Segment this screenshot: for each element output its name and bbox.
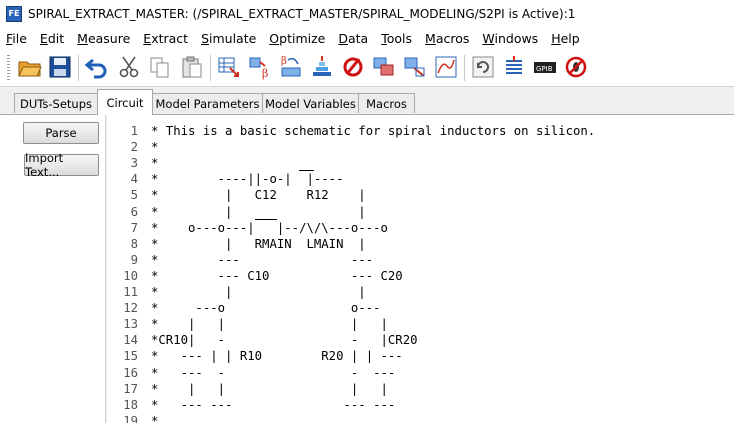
line-number: 13 — [123, 317, 138, 332]
svg-text:β: β — [262, 67, 268, 80]
save-icon[interactable] — [46, 53, 74, 81]
code-text: *CR10| - - |CR20 — [151, 333, 418, 348]
line-number: 9 — [130, 252, 138, 267]
paste-icon[interactable] — [178, 53, 206, 81]
list-icon[interactable] — [500, 53, 528, 81]
gpib-icon[interactable]: GPIB — [531, 53, 559, 81]
line-number: 17 — [123, 381, 138, 396]
schematic-overline — [254, 218, 277, 220]
beta-transfer-icon[interactable]: β — [277, 53, 305, 81]
menu-simulate[interactable]: Simulate — [201, 30, 257, 46]
line-number: 4 — [130, 172, 138, 187]
menu-data[interactable]: Data — [338, 30, 369, 46]
copy-icon[interactable] — [146, 53, 174, 81]
app-icon: FE — [6, 5, 22, 22]
line-number: 15 — [123, 349, 138, 364]
line-number: 1 — [130, 124, 138, 138]
tab-duts-setups[interactable]: DUTs-Setups — [14, 93, 98, 113]
code-text: * --- --- — [151, 252, 374, 267]
multi-plot-icon[interactable] — [370, 53, 398, 81]
tab-circuit[interactable]: Circuit — [97, 89, 153, 115]
menu-measure[interactable]: Measure — [77, 30, 131, 46]
code-text: * o---o---| |--/\/\---o---o — [151, 220, 388, 235]
tab-divider — [0, 114, 734, 115]
window-title: SPIRAL_EXTRACT_MASTER: (/SPIRAL_EXTRACT_… — [28, 6, 576, 21]
menu-bar: File Edit Measure Extract Simulate Optim… — [0, 27, 734, 49]
toolbar: β β GPIB — [0, 49, 734, 87]
line-number: 11 — [123, 285, 138, 299]
code-text: * — [151, 156, 159, 171]
code-text: * | | — [151, 285, 366, 299]
menu-file[interactable]: File — [6, 30, 27, 46]
line-number: 6 — [130, 204, 138, 219]
menu-optimize[interactable]: Optimize — [269, 30, 326, 46]
cut-icon[interactable] — [115, 53, 143, 81]
tab-model-parameters[interactable]: Model Parameters — [152, 93, 263, 113]
parse-button[interactable]: Parse — [23, 122, 99, 144]
line-number: 14 — [123, 333, 138, 348]
code-text: * | C12 R12 | — [151, 188, 366, 203]
code-text: * --- | | R10 R20 | | --- — [151, 349, 403, 364]
svg-text:β: β — [281, 56, 287, 67]
line-number: 19 — [123, 413, 138, 423]
line-number: 3 — [130, 156, 138, 171]
debug-icon[interactable] — [562, 53, 590, 81]
tab-model-variables[interactable]: Model Variables — [262, 93, 359, 113]
menu-extract[interactable]: Extract — [143, 30, 189, 46]
code-text: * ----||-o-| |---- — [151, 172, 344, 187]
code-text: * --- - - --- — [151, 365, 396, 380]
tab-macros[interactable]: Macros — [358, 93, 415, 113]
toolbar-separator — [78, 55, 79, 81]
menu-tools[interactable]: Tools — [381, 30, 413, 46]
tab-strip: DUTs-Setups Circuit Model Parameters Mod… — [0, 87, 734, 115]
code-text: * | | | | — [151, 317, 388, 332]
line-number: 2 — [130, 140, 138, 155]
circuit-editor[interactable]: 1 * This is a basic schematic for spiral … — [107, 115, 734, 423]
line-number: 12 — [123, 301, 138, 316]
undo-icon[interactable] — [83, 53, 111, 81]
line-number: 16 — [123, 365, 138, 380]
code-text: * | | | | — [151, 381, 388, 396]
import-text-button[interactable]: Import Text... — [24, 151, 99, 179]
setup-table-icon[interactable] — [215, 53, 243, 81]
line-number: 8 — [130, 236, 138, 251]
menu-windows[interactable]: Windows — [482, 30, 539, 46]
transform-icon[interactable] — [401, 53, 429, 81]
line-number: 18 — [123, 397, 138, 412]
title-bar: FE SPIRAL_EXTRACT_MASTER: (/SPIRAL_EXTRA… — [0, 0, 734, 27]
code-text: * ---o o--- — [151, 301, 381, 316]
code-text: * — [151, 140, 159, 155]
code-text: * --- C10 --- C20 — [151, 268, 403, 283]
code-text: * — [151, 413, 159, 423]
line-number-gutter — [107, 115, 141, 423]
refresh-icon[interactable] — [469, 53, 497, 81]
line-number: 5 — [130, 188, 138, 203]
menu-edit[interactable]: Edit — [39, 30, 65, 46]
code-text: * This is a basic schematic for spiral i… — [151, 124, 596, 138]
code-text: * --- --- --- --- — [151, 397, 396, 412]
menu-help[interactable]: Help — [551, 30, 580, 46]
toolbar-separator — [210, 55, 211, 81]
left-panel: Parse Import Text... — [0, 115, 106, 423]
code-text: * | | — [151, 204, 366, 219]
schematic-overline — [299, 170, 314, 172]
svg-text:GPIB: GPIB — [536, 65, 553, 73]
simulate-plot-icon[interactable] — [432, 53, 460, 81]
stack-plot-icon[interactable] — [308, 53, 336, 81]
code-text: * | RMAIN LMAIN | — [151, 236, 366, 251]
open-folder-icon[interactable] — [16, 53, 44, 81]
toolbar-separator — [464, 55, 465, 81]
line-number: 10 — [123, 268, 138, 283]
toolbar-grip-icon[interactable] — [7, 55, 10, 81]
extract-beta-icon[interactable]: β — [246, 53, 274, 81]
line-number: 7 — [130, 220, 138, 235]
disable-icon[interactable] — [339, 53, 367, 81]
menu-macros[interactable]: Macros — [425, 30, 470, 46]
